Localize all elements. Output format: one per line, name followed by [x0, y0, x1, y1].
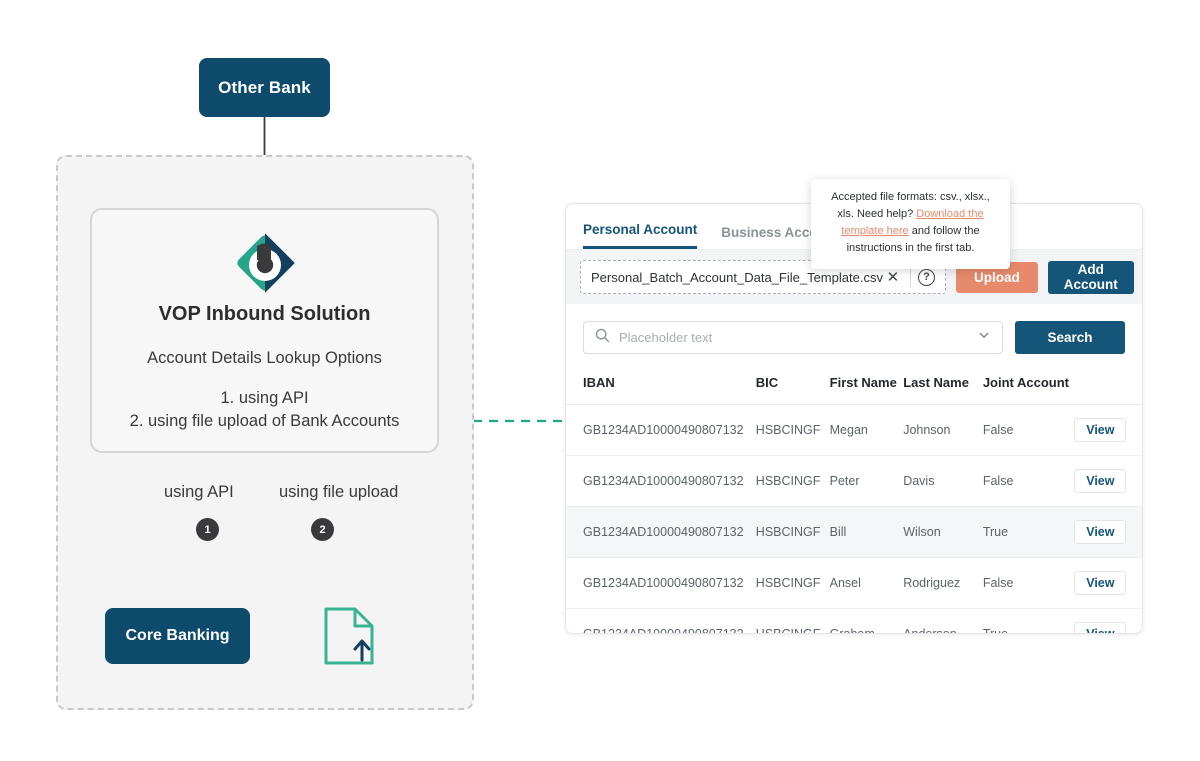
cell-first-name: Peter — [830, 456, 904, 507]
core-banking-label: Core Banking — [125, 627, 229, 645]
column-header-iban: IBAN — [566, 368, 756, 405]
column-header-last-name: Last Name — [903, 368, 983, 405]
view-button[interactable]: View — [1074, 520, 1126, 544]
step-badge-2: 2 — [311, 518, 334, 541]
cell-last-name: Davis — [903, 456, 983, 507]
cell-bic: HSBCINGF — [756, 405, 830, 456]
column-header-joint-account: Joint Account — [983, 368, 1074, 405]
cell-joint-account: True — [983, 507, 1074, 558]
branch-label-api: using API — [164, 483, 234, 502]
cell-bic: HSBCINGF — [756, 558, 830, 609]
accounts-table: IBAN BIC First Name Last Name Joint Acco… — [566, 368, 1142, 634]
other-bank-node: Other Bank — [199, 58, 330, 117]
column-header-actions — [1074, 368, 1142, 405]
table-row: GB1234AD10000490807132HSBCINGFBillWilson… — [566, 507, 1142, 558]
table-row: GB1234AD10000490807132HSBCINGFAnselRodri… — [566, 558, 1142, 609]
vop-card-subtitle: Account Details Lookup Options — [92, 349, 437, 368]
cell-bic: HSBCINGF — [756, 507, 830, 558]
table-row: GB1234AD10000490807132HSBCINGFGrahamAnde… — [566, 609, 1142, 635]
table-header: IBAN BIC First Name Last Name Joint Acco… — [566, 368, 1142, 405]
cell-last-name: Wilson — [903, 507, 983, 558]
cell-bic: HSBCINGF — [756, 456, 830, 507]
search-icon — [595, 328, 610, 348]
cell-first-name: Ansel — [830, 558, 904, 609]
column-header-bic: BIC — [756, 368, 830, 405]
core-banking-node: Core Banking — [105, 608, 250, 664]
cell-actions: View — [1074, 405, 1142, 456]
cell-iban: GB1234AD10000490807132 — [566, 558, 756, 609]
file-format-tooltip: Accepted file formats: csv., xlsx., xls.… — [811, 179, 1010, 269]
column-header-first-name: First Name — [830, 368, 904, 405]
table-body: GB1234AD10000490807132HSBCINGFMeganJohns… — [566, 405, 1142, 635]
branch-label-file-upload: using file upload — [279, 483, 398, 502]
vop-card-title: VOP Inbound Solution — [92, 303, 437, 326]
other-bank-label: Other Bank — [218, 78, 311, 98]
cell-actions: View — [1074, 507, 1142, 558]
view-button[interactable]: View — [1074, 418, 1126, 442]
cell-joint-account: False — [983, 558, 1074, 609]
table-row: GB1234AD10000490807132HSBCINGFMeganJohns… — [566, 405, 1142, 456]
search-input[interactable] — [619, 330, 977, 345]
view-button[interactable]: View — [1074, 571, 1126, 595]
cell-iban: GB1234AD10000490807132 — [566, 609, 756, 635]
cell-bic: HSBCINGF — [756, 609, 830, 635]
table-header-row: IBAN BIC First Name Last Name Joint Acco… — [566, 368, 1142, 405]
cell-actions: View — [1074, 609, 1142, 635]
search-button[interactable]: Search — [1015, 321, 1125, 354]
cell-iban: GB1234AD10000490807132 — [566, 456, 756, 507]
divider — [910, 268, 911, 287]
cell-last-name: Rodriguez — [903, 558, 983, 609]
view-button[interactable]: View — [1074, 622, 1126, 634]
close-icon[interactable]: ✕ — [883, 268, 903, 286]
search-field-wrapper[interactable] — [583, 321, 1003, 354]
cell-first-name: Megan — [830, 405, 904, 456]
add-account-button[interactable]: Add Account — [1048, 261, 1134, 294]
search-toolbar: Search — [566, 304, 1142, 354]
cell-joint-account: True — [983, 609, 1074, 635]
tooltip-line-2-pre: Need help? — [857, 208, 916, 220]
selected-file-name: Personal_Batch_Account_Data_File_Templat… — [591, 270, 883, 285]
cell-iban: GB1234AD10000490807132 — [566, 405, 756, 456]
table-row: GB1234AD10000490807132HSBCINGFPeterDavis… — [566, 456, 1142, 507]
brand-logo-icon — [234, 232, 296, 299]
cell-first-name: Graham — [830, 609, 904, 635]
cell-actions: View — [1074, 456, 1142, 507]
cell-joint-account: False — [983, 405, 1074, 456]
tab-personal-account[interactable]: Personal Account — [583, 222, 697, 249]
vop-option-1: 1. using API — [92, 389, 437, 408]
view-button[interactable]: View — [1074, 469, 1126, 493]
vop-option-2: 2. using file upload of Bank Accounts — [92, 412, 437, 431]
cell-last-name: Anderson — [903, 609, 983, 635]
step-badge-1: 1 — [196, 518, 219, 541]
cell-joint-account: False — [983, 456, 1074, 507]
question-mark-icon[interactable]: ? — [918, 269, 935, 286]
vop-inbound-solution-card: VOP Inbound Solution Account Details Loo… — [90, 208, 439, 453]
cell-actions: View — [1074, 558, 1142, 609]
cell-first-name: Bill — [830, 507, 904, 558]
cell-iban: GB1234AD10000490807132 — [566, 507, 756, 558]
chevron-down-icon[interactable] — [977, 328, 991, 347]
file-upload-icon — [322, 606, 380, 673]
cell-last-name: Johnson — [903, 405, 983, 456]
